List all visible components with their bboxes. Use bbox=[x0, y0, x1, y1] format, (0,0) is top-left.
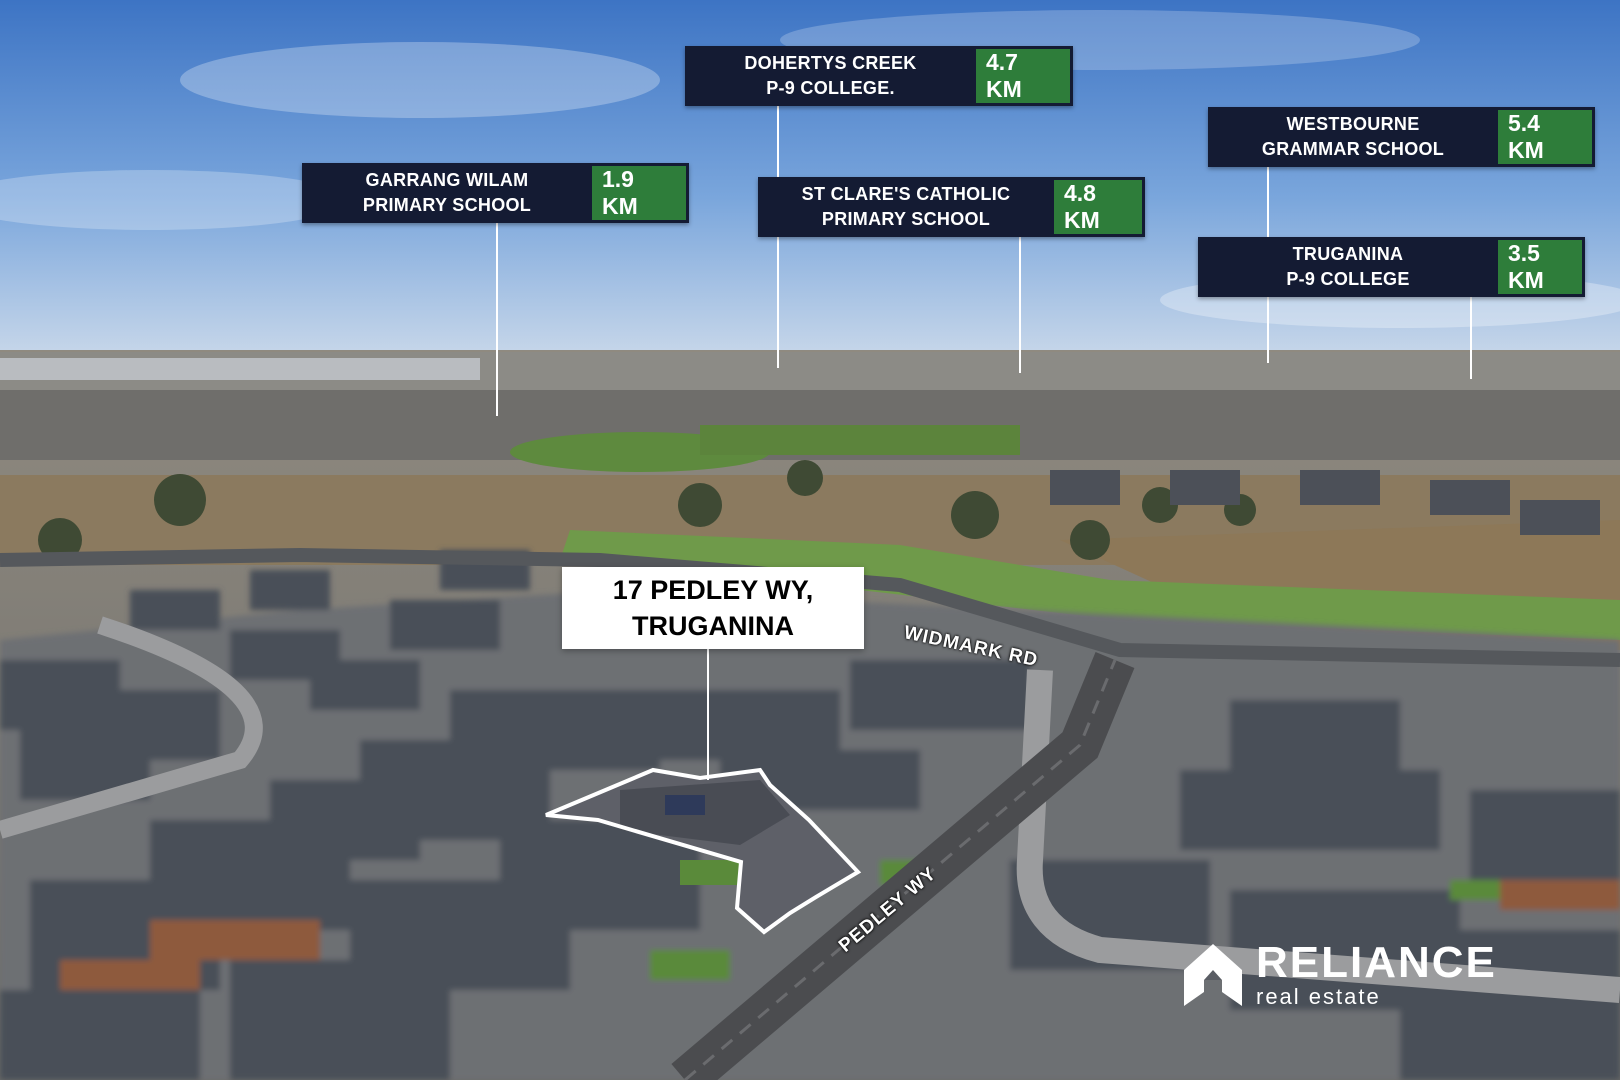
leader-line-st-clares bbox=[1019, 237, 1021, 373]
school-distance: 5.4 KM bbox=[1498, 107, 1595, 167]
school-name-line2: PRIMARY SCHOOL bbox=[821, 209, 991, 229]
school-name-line1: GARRANG WILAM bbox=[365, 170, 529, 190]
school-label-garrang-wilam: GARRANG WILAM PRIMARY SCHOOL 1.9 KM bbox=[302, 163, 689, 223]
leader-line-property bbox=[707, 649, 709, 780]
school-distance: 3.5 KM bbox=[1498, 237, 1585, 297]
school-label-westbourne: WESTBOURNE GRAMMAR SCHOOL 5.4 KM bbox=[1208, 107, 1595, 167]
school-distance: 4.8 KM bbox=[1054, 177, 1145, 237]
school-name: TRUGANINA P-9 COLLEGE bbox=[1198, 237, 1498, 297]
brand-name: RELIANCE bbox=[1256, 938, 1497, 987]
school-label-dohertys-creek: DOHERTYS CREEK P-9 COLLEGE. 4.7 KM bbox=[685, 46, 1073, 106]
school-name-line1: DOHERTYS CREEK bbox=[744, 53, 917, 73]
school-label-truganina: TRUGANINA P-9 COLLEGE 3.5 KM bbox=[1198, 237, 1585, 297]
leader-line-truganina bbox=[1470, 297, 1472, 379]
property-address-label: 17 PEDLEY WY, TRUGANINA bbox=[562, 567, 864, 649]
school-label-st-clares: ST CLARE'S CATHOLIC PRIMARY SCHOOL 4.8 K… bbox=[758, 177, 1145, 237]
school-name: GARRANG WILAM PRIMARY SCHOOL bbox=[302, 163, 592, 223]
school-name: ST CLARE'S CATHOLIC PRIMARY SCHOOL bbox=[758, 177, 1054, 237]
school-name: WESTBOURNE GRAMMAR SCHOOL bbox=[1208, 107, 1498, 167]
school-name-line1: ST CLARE'S CATHOLIC bbox=[801, 184, 1011, 204]
school-name-line2: P-9 COLLEGE bbox=[1286, 269, 1410, 289]
leader-line-dohertys-creek bbox=[777, 106, 779, 368]
school-name-line1: WESTBOURNE bbox=[1286, 114, 1420, 134]
property-address-line2: TRUGANINA bbox=[632, 611, 794, 641]
school-name-line2: PRIMARY SCHOOL bbox=[362, 195, 532, 215]
brand-tagline: real estate bbox=[1256, 984, 1381, 1009]
school-name-line1: TRUGANINA bbox=[1292, 244, 1404, 264]
leader-line-garrang-wilam bbox=[496, 223, 498, 416]
school-name: DOHERTYS CREEK P-9 COLLEGE. bbox=[685, 46, 976, 106]
house-logo-icon bbox=[1184, 944, 1242, 1006]
school-name-line2: P-9 COLLEGE. bbox=[766, 78, 895, 98]
school-distance: 1.9 KM bbox=[592, 163, 689, 223]
school-name-line2: GRAMMAR SCHOOL bbox=[1261, 139, 1445, 159]
reliance-logo: RELIANCE real estate bbox=[1180, 940, 1497, 1010]
school-distance: 4.7 KM bbox=[976, 46, 1073, 106]
property-address-line1: 17 PEDLEY WY, bbox=[612, 575, 814, 605]
